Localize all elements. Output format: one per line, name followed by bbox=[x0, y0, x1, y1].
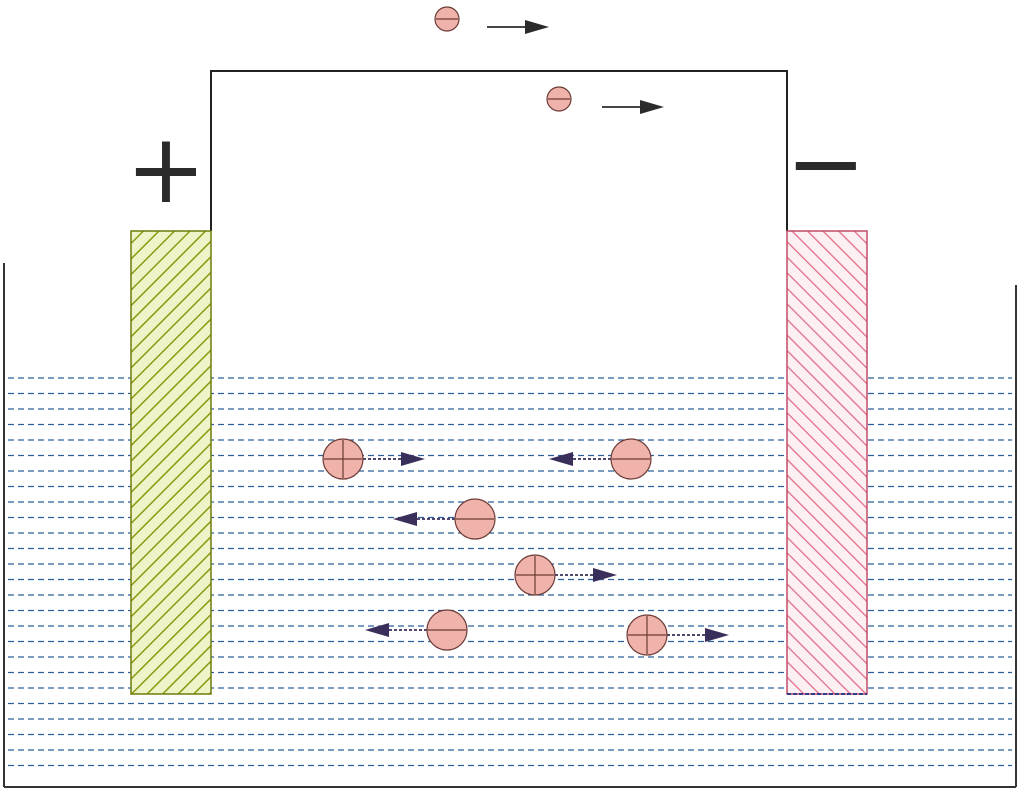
external-wire bbox=[210, 70, 788, 231]
arrow-head bbox=[549, 452, 573, 466]
cation bbox=[626, 614, 729, 656]
arrow-head bbox=[401, 452, 425, 466]
particles-layer bbox=[322, 6, 729, 656]
arrow-head bbox=[593, 568, 617, 582]
arrow-head bbox=[705, 628, 729, 642]
anode-electrode bbox=[130, 230, 212, 695]
cathode-electrode bbox=[786, 230, 868, 695]
arrow-head bbox=[365, 623, 389, 637]
electron-in-wire bbox=[546, 86, 664, 114]
electrolyte-solution bbox=[8, 377, 1012, 767]
anion bbox=[393, 498, 496, 540]
beaker-container bbox=[3, 263, 1017, 788]
negative-terminal-sign: − bbox=[786, 107, 866, 219]
anion bbox=[549, 438, 652, 480]
arrow-head bbox=[640, 100, 664, 114]
anion bbox=[365, 609, 468, 651]
cation bbox=[322, 438, 425, 480]
positive-terminal-sign: + bbox=[126, 113, 206, 225]
cation bbox=[514, 554, 617, 596]
arrow-head bbox=[393, 512, 417, 526]
electron-in-wire bbox=[434, 6, 549, 34]
arrow-head bbox=[525, 20, 549, 34]
